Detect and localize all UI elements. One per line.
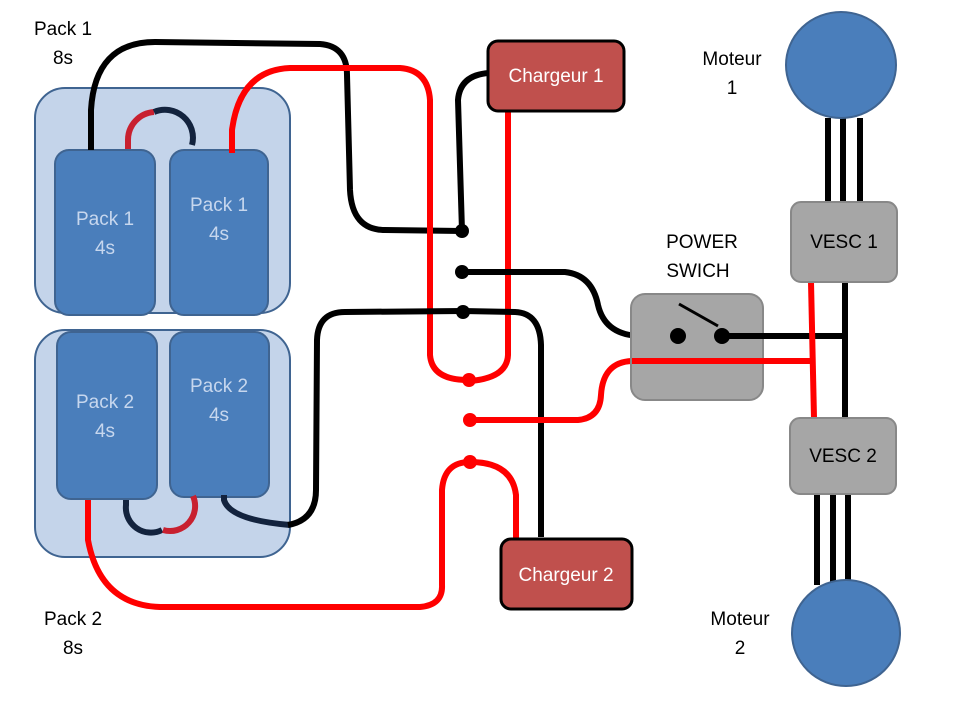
wire-pack-2-negative xyxy=(287,308,464,528)
pack-1-group: Pack 1 4s Pack 1 4s xyxy=(34,87,291,316)
motor-1-number: 1 xyxy=(727,78,738,99)
vesc-2-label: VESC 2 xyxy=(809,446,877,467)
switch-terminal-in xyxy=(670,328,686,344)
wire-charger-2-negative xyxy=(462,308,544,537)
pack-1-cell-a xyxy=(54,149,156,316)
junction-negative-switch xyxy=(455,265,469,279)
wire-charger-1-negative xyxy=(454,70,490,232)
power-switch-label-line2: SWICH xyxy=(666,261,729,282)
wire-charger-1-positive xyxy=(469,110,511,384)
wire-switch-positive-feed xyxy=(470,358,812,423)
pack-1-series-link-positive xyxy=(124,109,155,149)
vesc-2: VESC 2 xyxy=(789,417,897,495)
vesc-1-box xyxy=(790,201,898,283)
motor-2-number: 2 xyxy=(735,638,746,659)
power-switch[interactable] xyxy=(630,293,847,401)
switch-lever-icon xyxy=(678,302,719,328)
pack-2-cell-b-voltage: 4s xyxy=(209,405,229,426)
pack-1-cell-a-name: Pack 1 xyxy=(76,209,134,230)
charger-2-box xyxy=(499,537,634,611)
pack-1-cell-b xyxy=(169,149,269,316)
junction-positive-switch xyxy=(463,413,477,427)
pack-2-voltage-label: 8s xyxy=(63,638,83,659)
charger-2-label: Chargeur 2 xyxy=(518,565,613,586)
junction-negative-2 xyxy=(456,305,470,319)
pack-1-cell-b-name: Pack 1 xyxy=(190,195,248,216)
power-switch-box[interactable] xyxy=(630,293,764,401)
wire-switch-negative-feed xyxy=(462,269,678,339)
pack-2-cell-a xyxy=(56,331,158,500)
vesc-1: VESC 1 xyxy=(790,201,898,283)
junction-positive-2 xyxy=(463,455,477,469)
pack-1-label: Pack 1 xyxy=(34,19,92,40)
motor-1-phase-wires xyxy=(825,118,863,202)
pack-2-cell-a-voltage: 4s xyxy=(95,421,115,442)
charger-2: Chargeur 2 xyxy=(499,537,634,611)
pack-2-label: Pack 2 xyxy=(44,609,102,630)
charger-1-label: Chargeur 1 xyxy=(508,66,603,87)
wire-vesc-positive-bus xyxy=(808,281,817,419)
junction-positive-1 xyxy=(462,373,476,387)
wire-pack-1-positive xyxy=(229,65,469,383)
charger-1: Chargeur 1 xyxy=(486,39,626,113)
power-switch-label: POWER xyxy=(666,232,738,253)
pack-2-negative-lead xyxy=(221,495,291,528)
vesc-1-label: VESC 1 xyxy=(810,232,878,253)
wire-pack-2-positive xyxy=(85,459,471,610)
pack-2-cell-b xyxy=(169,331,270,498)
motor-2-phase-wires xyxy=(814,494,851,585)
charger-1-box xyxy=(486,39,626,113)
pack-2-series-link-positive xyxy=(162,494,199,535)
pack-2-group: Pack 2 4s Pack 2 4s xyxy=(34,329,291,558)
wire-pack-1-negative xyxy=(88,38,463,234)
junction-negative-1 xyxy=(455,224,469,238)
wire-charger-2-positive xyxy=(469,459,519,538)
switch-terminal-out xyxy=(714,328,730,344)
pack-1-series-link-negative xyxy=(152,106,196,146)
pack-2-cell-b-name: Pack 2 xyxy=(190,376,248,397)
pack-1-voltage-label: 8s xyxy=(53,48,73,69)
vesc-2-box xyxy=(789,417,897,495)
motor-2 xyxy=(791,579,901,687)
motor-2-label: Moteur xyxy=(710,609,770,630)
pack-1-cell-a-voltage: 4s xyxy=(95,238,115,259)
pack-2-cell-a-name: Pack 2 xyxy=(76,392,134,413)
motor-1-label: Moteur xyxy=(702,49,762,70)
pack-2-series-link-negative xyxy=(122,500,164,536)
pack-1-cell-b-voltage: 4s xyxy=(209,224,229,245)
motor-1 xyxy=(785,11,897,119)
